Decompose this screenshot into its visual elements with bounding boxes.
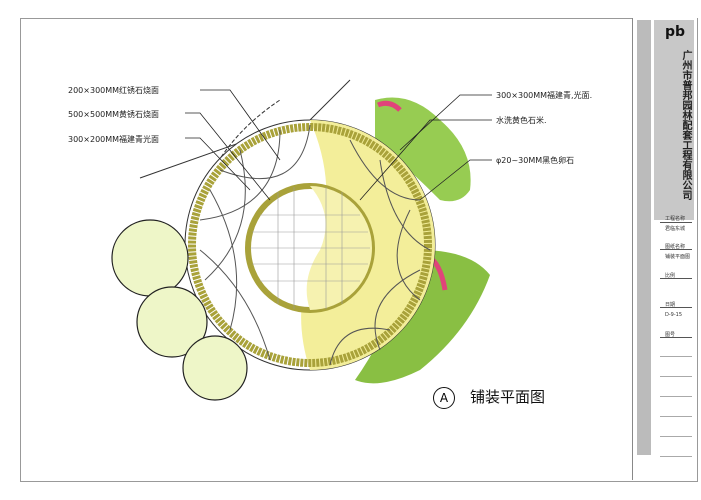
paving-plan <box>111 79 492 401</box>
label-yellow-stone: 500×500MM黄锈石烧面 <box>68 110 160 119</box>
field-value: 铺装平面图 <box>665 254 691 260</box>
company-logo: pb <box>664 24 686 40</box>
label-black-pebble: φ20~30MM黑色卵石 <box>496 156 575 165</box>
title-band <box>637 20 651 455</box>
shrub-lower-right <box>355 250 490 384</box>
field-label: 图号 <box>665 332 676 338</box>
drawing-index: A <box>433 387 455 409</box>
company-name: 广州市普邦园林配套工程有限公司 <box>680 50 691 200</box>
label-fujian-blue-polished: 300×300MM福建青,光面. <box>496 91 593 100</box>
shrub-upper-right <box>375 97 471 202</box>
field-label: 比例 <box>665 273 676 279</box>
sheet-border <box>20 18 698 482</box>
company-panel <box>654 20 694 220</box>
drawing-title: 铺装平面图 <box>470 388 546 406</box>
label-washed-stone: 水洗黄色石米. <box>496 116 547 125</box>
field-value: D-9-15 <box>665 312 683 318</box>
trees <box>111 219 248 401</box>
field-value: 君临东城 <box>665 226 686 232</box>
field-label: 工程名称 <box>665 216 686 222</box>
field-label: 日期 <box>665 302 676 308</box>
label-red-stone: 200×300MM红锈石烧面 <box>68 86 160 95</box>
field-label: 图纸名称 <box>665 244 686 250</box>
label-fujian-blue: 300×200MM福建青光面 <box>68 135 160 144</box>
